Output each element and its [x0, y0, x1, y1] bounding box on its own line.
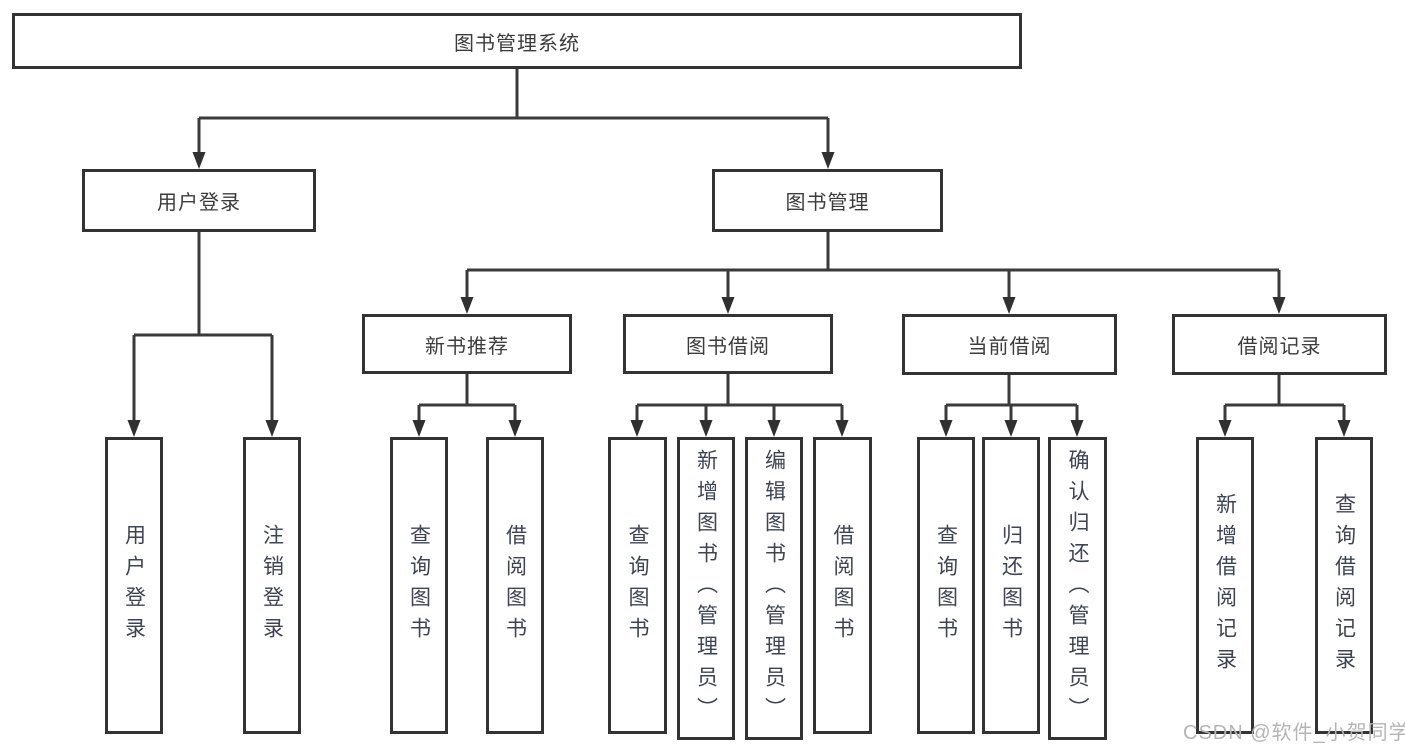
arrowheads — [127, 152, 1351, 437]
node-current-borrow: 当前借阅 — [902, 314, 1117, 375]
leaf-logout: 注销登录 — [243, 437, 301, 734]
node-book-management-label: 图书管理 — [785, 192, 870, 214]
node-root-system: 图书管理系统 — [12, 13, 1022, 69]
node-root-label: 图书管理系统 — [454, 32, 580, 55]
csdn-watermark: CSDN @软件_小贺同学 — [1183, 722, 1405, 744]
leaf-add-borrow-record-label: 新增借阅记录 — [1213, 492, 1237, 679]
leaf-add-books-admin-label: 新增图书（管理员） — [694, 449, 718, 728]
leaf-borrow-books: 借阅图书 — [813, 437, 872, 734]
node-borrow-record: 借阅记录 — [1172, 314, 1387, 375]
leaf-user-login: 用户登录 — [105, 437, 163, 734]
leaf-return-books: 归还图书 — [982, 437, 1040, 734]
node-book-borrow-label: 图书借阅 — [686, 335, 770, 358]
leaf-recommend-query-books-label: 查询图书 — [407, 523, 431, 648]
leaf-confirm-return-admin: 确认归还（管理员） — [1048, 437, 1107, 740]
leaf-add-books-admin: 新增图书（管理员） — [677, 437, 735, 740]
node-borrow-record-label: 借阅记录 — [1237, 336, 1322, 358]
node-book-management: 图书管理 — [712, 169, 943, 232]
leaf-edit-books-admin-label: 编辑图书（管理员） — [762, 449, 786, 728]
leaf-recommend-borrow-books: 借阅图书 — [486, 437, 544, 734]
leaf-edit-books-admin: 编辑图书（管理员） — [745, 437, 803, 740]
leaf-borrow-query-books: 查询图书 — [608, 437, 667, 734]
node-current-borrow-label: 当前借阅 — [967, 336, 1052, 358]
node-new-book-recommend: 新书推荐 — [362, 314, 572, 374]
node-book-borrow: 图书借阅 — [623, 314, 833, 374]
leaf-query-borrow-record: 查询借阅记录 — [1315, 437, 1373, 734]
leaf-current-query-books-label: 查询图书 — [934, 523, 958, 648]
leaf-borrow-books-label: 借阅图书 — [831, 523, 854, 648]
leaf-confirm-return-admin-label: 确认归还（管理员） — [1066, 449, 1089, 728]
leaf-return-books-label: 归还图书 — [999, 523, 1023, 648]
connector-paths — [132, 69, 1346, 422]
leaf-user-login-label: 用户登录 — [122, 523, 146, 648]
node-new-book-recommend-label: 新书推荐 — [425, 335, 509, 358]
leaf-borrow-query-books-label: 查询图书 — [626, 523, 649, 648]
node-user-login-label: 用户登录 — [157, 192, 241, 214]
leaf-current-query-books: 查询图书 — [917, 437, 975, 734]
leaf-add-borrow-record: 新增借阅记录 — [1196, 437, 1254, 734]
leaf-logout-label: 注销登录 — [260, 523, 284, 648]
leaf-recommend-query-books: 查询图书 — [390, 437, 448, 734]
leaf-recommend-borrow-books-label: 借阅图书 — [503, 523, 527, 648]
node-user-login: 用户登录 — [82, 169, 316, 232]
leaf-query-borrow-record-label: 查询借阅记录 — [1332, 492, 1356, 679]
